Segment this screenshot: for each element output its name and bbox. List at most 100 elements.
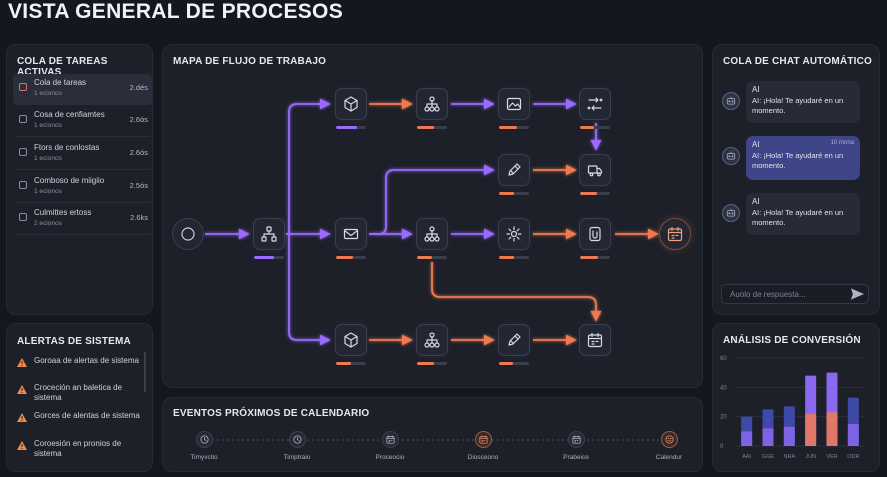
warning-icon [17,413,27,422]
flow-node-progress [417,362,447,365]
task-subtitle: 2 ecionos [34,220,62,227]
flow-end-node[interactable] [659,218,691,250]
calendar-event[interactable] [475,431,492,448]
flow-node-progress-fill [254,256,274,259]
flow-node-progress [336,126,366,129]
calendar-event[interactable] [568,431,585,448]
flow-node-n7[interactable] [579,154,611,186]
alert-item[interactable]: Coroesión en pronios de sistema [17,439,142,461]
alerts-scrollbar[interactable] [144,352,146,392]
flow-node-progress-fill [499,192,514,195]
flow-node-n2[interactable] [335,88,367,120]
chat-sender: AI [752,197,760,206]
task-subtitle: 1 ecionos [34,155,62,162]
flow-node-progress-fill [580,126,594,129]
flow-node-progress-fill [580,256,598,259]
gear-icon [506,226,522,242]
clock-icon [293,435,302,444]
conversion-panel: ANÁLISIS DE CONVERSIÓN [712,323,880,472]
task-subtitle: 1 ecionos [34,122,62,129]
alert-text: Croceción an baletica de sistema [34,383,123,402]
task-checkbox[interactable] [19,115,27,123]
flow-node-n5[interactable] [579,88,611,120]
calendar-icon [479,435,488,444]
task-checkbox[interactable] [19,181,27,189]
circle-icon [181,227,195,241]
flow-node-n12[interactable] [335,324,367,356]
chat-text: AI: ¡Hola! Te ayudaré en un momento. [752,208,844,227]
transfer-icon [587,97,603,111]
chat-sender: AI [752,140,760,149]
flow-node-n6[interactable] [498,154,530,186]
flow-node-progress-fill [336,126,357,129]
flow-node-progress [499,192,529,195]
doc-icon [589,226,601,242]
flow-node-calendar[interactable] [579,324,611,356]
task-checkbox[interactable] [19,213,27,221]
flow-node-progress [417,256,447,259]
flow-node-progress [336,256,366,259]
alert-text: Coroesión en pronios de sistema [34,439,122,458]
flow-node-n1[interactable] [253,218,285,250]
warning-icon [17,385,27,394]
flow-node-n13[interactable] [416,324,448,356]
flow-node-progress-fill [499,362,513,365]
task-name: Ftors de conlostas [34,143,100,152]
hierarchy-icon [261,226,277,242]
alert-text: Gorces de alentas de sistema [34,411,140,420]
calendar-event[interactable] [289,431,306,448]
calendar-event[interactable] [661,431,678,448]
flow-node-n8[interactable] [335,218,367,250]
flow-node-progress [417,126,447,129]
task-duration: 2.6ós [129,115,148,124]
flow-node-progress-fill [499,126,517,129]
alert-item[interactable]: Gorces de alentas de sistema [17,411,142,433]
bot-icon [726,208,736,217]
calendar-event[interactable] [196,431,213,448]
task-checkbox[interactable] [19,148,27,156]
flow-node-n11[interactable] [579,218,611,250]
calendar-event-label: Calendur [655,454,683,461]
bot-avatar [722,147,740,165]
box-icon [344,96,358,112]
task-name: Cola de tareas [34,78,87,87]
network-icon [424,96,440,112]
flow-node-progress-fill [417,256,432,259]
alert-item[interactable]: Croceción an baletica de sistema [17,383,142,405]
calendar-icon [667,226,683,242]
smile-icon [665,435,674,444]
flow-node-progress [499,362,529,365]
flow-node-n9[interactable] [416,218,448,250]
flow-start-node[interactable] [172,218,204,250]
bot-icon [726,151,736,160]
network-icon [424,332,440,348]
flow-node-progress [580,192,610,195]
flow-node-progress [499,126,529,129]
flow-node-n4[interactable] [498,88,530,120]
calendar-event-label: Timyvctio [190,454,218,461]
network-icon [424,226,440,242]
alert-item[interactable]: Goroaa de alertas de sistema [17,356,142,378]
flow-node-n3[interactable] [416,88,448,120]
calendar-event[interactable] [382,431,399,448]
flow-node-progress-fill [336,362,351,365]
flow-node-n10[interactable] [498,218,530,250]
chat-message[interactable]: AI AI: ¡Hola! Te ayudaré en un momento. [746,193,860,235]
chat-text: AI: ¡Hola! Te ayudaré en un momento. [752,96,844,115]
mail-icon [343,228,359,240]
chat-time: 10 mnna [830,140,854,146]
flow-node-n14[interactable] [498,324,530,356]
task-checkbox[interactable] [19,83,27,91]
task-name: Culmittes ertoss [34,208,92,217]
send-icon[interactable] [851,288,864,300]
calendar-panel: EVENTOS PRÓXIMOS DE CALENDARIO [162,397,703,472]
chat-reply-input[interactable] [721,284,869,304]
flow-node-progress [336,362,366,365]
